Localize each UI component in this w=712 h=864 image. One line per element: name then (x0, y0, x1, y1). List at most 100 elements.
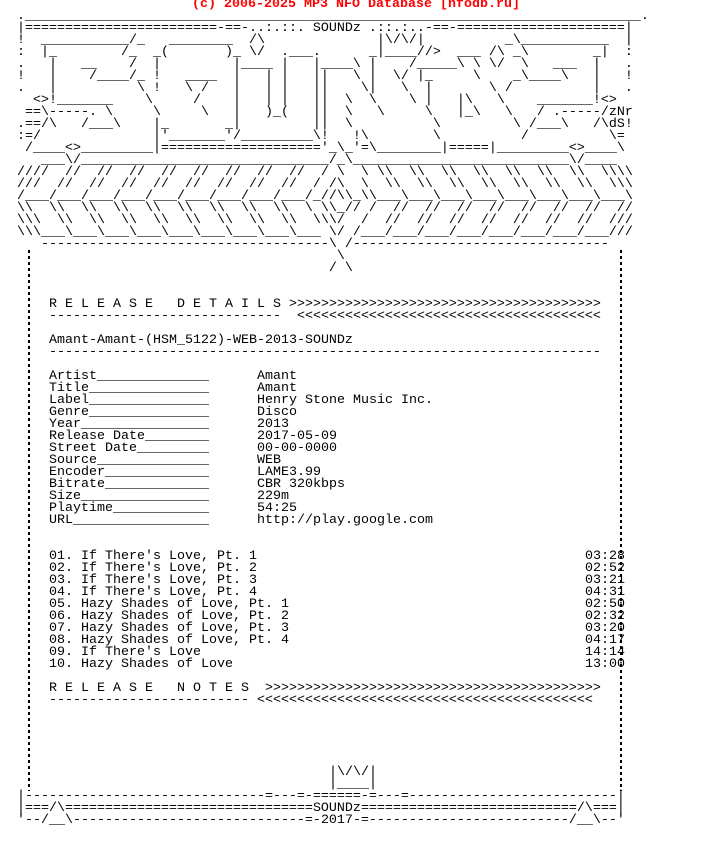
soundz-ascii-logo: ._______________________________________… (17, 9, 649, 276)
field-row-genre: Genre_______________ Disco (49, 405, 297, 420)
tracklist: 01. If There's Love, Pt. 1 03:28 02. If T… (49, 549, 625, 672)
field-row-size: Size________________ 229m (49, 489, 289, 504)
logo-art-line: ___\/_______________________________/_\_… (17, 153, 617, 168)
field-value: 229m (257, 489, 289, 504)
logo-art-line: .==/\ /___\ |_ _| || \ \ \ /___\ /\dS! (17, 117, 633, 132)
release-details-heading: R E L E A S E D E T A I L S (49, 297, 281, 312)
track-title: 05. Hazy Shades of Love, Pt. 1 (49, 597, 289, 612)
logo-art-line: :=/ |'_______'/_________\! !\ \ / \= (17, 129, 625, 144)
field-row-encoder: Encoder_____________ LAME3.99 (49, 465, 321, 480)
release-notes-section: R E L E A S E N O T E S >>>>>>>>>>>>>>>>… (17, 681, 601, 708)
track-row: 03. If There's Love, Pt. 3 03:21 (49, 573, 625, 588)
track-duration: 04:31 (585, 585, 625, 600)
field-row-bitrate: Bitrate_____________CBR 320kbps (49, 477, 345, 492)
track-title: 07. Hazy Shades of Love, Pt. 3 (49, 621, 289, 636)
logo-art-line: ==\-----. \ \ \ | )_( || \ \ \ |_\ \ / .… (17, 105, 633, 120)
logo-art-line: . | __ / | |____ | |____\ | /_____\ \ \/… (17, 57, 633, 72)
release-name-line: Amant-Amant-(HSM_5122)-WEB-2013-SOUNDz (17, 333, 601, 348)
track-title: 02. If There's Love, Pt. 2 (49, 561, 257, 576)
field-row-url: URL_________________ http://play.google.c… (49, 513, 433, 528)
field-row-year: Year________________ 2013 (49, 417, 289, 432)
track-duration: 03:21 (585, 573, 625, 588)
track-title: 08. Hazy Shades of Love, Pt. 4 (49, 633, 289, 648)
underline-arrows: <<<<<<<<<<<<<<<<<<<<<<<<<<<<<<<<<<<<<<<<… (256, 693, 593, 708)
track-duration: 03:28 (585, 549, 625, 564)
footer-right-deco: -=-------------------------/__\--' (352, 813, 625, 828)
release-notes-underline-line: ------------------------- <<<<<<<<<<<<<<… (17, 693, 601, 708)
field-label: Label_______________ (49, 393, 209, 408)
logo-art-line: ! ___________/_ ________ /\ |\/\/| _\___… (17, 33, 633, 48)
footer-left-deco: |===/\=============================== (9, 801, 313, 816)
field-row-label: Label_______________ Henry Stone Music In… (49, 393, 433, 408)
track-row: 01. If There's Love, Pt. 1 03:28 (49, 549, 625, 564)
heading-arrows: >>>>>>>>>>>>>>>>>>>>>>>>>>>>>>>>>>>>>>> (288, 297, 601, 312)
field-value: Henry Stone Music Inc. (257, 393, 433, 408)
track-title: 10. Hazy Shades of Love (49, 657, 233, 672)
track-title: 01. If There's Love, Pt. 1 (49, 549, 257, 564)
logo-band-line: ------------------------------------\ /-… (17, 237, 609, 252)
box-right-border (620, 250, 622, 792)
logo-band-line: \\\___\___\___\___\___\___\___\___\___ \… (17, 225, 633, 240)
logo-band-line: //// // // // // // // // // / \ \ \\ \\… (17, 165, 633, 180)
field-value: Amant (257, 369, 297, 384)
logo-band-line: \\ \\ \\ \\ \\ \\ \\ \\ \\ \ \\_// / // … (17, 201, 633, 216)
field-value: 2013 (257, 417, 289, 432)
field-label: Encoder_____________ (49, 465, 209, 480)
field-label: Title_______________ (49, 381, 209, 396)
field-value: LAME3.99 (257, 465, 321, 480)
footer-year: 2017 (320, 813, 353, 828)
field-row-playtime: Playtime____________ 54:25 (49, 501, 297, 516)
footer-left-deco: '--/__\-----------------------------=- (9, 813, 321, 828)
release-notes-heading-line: R E L E A S E N O T E S >>>>>>>>>>>>>>>>… (17, 681, 601, 696)
footer-group-name: SOUNDz (312, 801, 361, 816)
field-row-source: Source______________WEB (49, 454, 281, 467)
logo-band-line: / \ (17, 261, 353, 276)
footer-right-deco: ===========================/\===| (360, 801, 625, 816)
field-label: URL_________________ (49, 513, 209, 528)
field-label: Artist______________ (49, 369, 209, 384)
field-value: Amant (257, 381, 297, 396)
field-label: Release Date________ (49, 429, 209, 444)
heading-arrows: >>>>>>>>>>>>>>>>>>>>>>>>>>>>>>>>>>>>>>>>… (264, 681, 601, 696)
field-label: Playtime____________ (49, 501, 209, 516)
heading-underline: ----------------------------- (49, 309, 281, 324)
release-details-underline-line: ----------------------------- <<<<<<<<<<… (17, 309, 601, 324)
release-name: Amant-Amant-(HSM_5122)-WEB-2013-SOUNDz (49, 333, 353, 348)
field-row-artist: Artist______________ Amant (49, 369, 297, 384)
logo-band-line: /// // // // // // // // // / /\ \ \\ \\… (17, 177, 633, 192)
release-rule-line: ----------------------------------------… (17, 345, 601, 360)
track-duration: 03:20 (585, 621, 625, 636)
field-value: 00-00-0000 (257, 441, 337, 456)
heading-underline: ------------------------- (49, 693, 249, 708)
field-label: Genre_______________ (49, 405, 209, 420)
logo-art-line: <>!_______ \ / | | | || \ \ \ | |\ \ ___… (17, 93, 617, 108)
track-title: 09. If There's Love (49, 645, 201, 660)
release-fields: Artist______________ Amant Title_________… (49, 369, 433, 528)
track-row: 05. Hazy Shades of Love, Pt. 1 02:50 (49, 597, 625, 612)
release-rule: ----------------------------------------… (49, 345, 601, 360)
field-value: 54:25 (257, 501, 297, 516)
logo-art-line: ._______________________________________… (17, 9, 649, 24)
logo-art-line: : |_ /_ _( )_ \/ .___. _|____//> ___ /\ … (17, 45, 633, 60)
footer-rule: |------------------------------=---=-===… (9, 789, 625, 804)
field-value: http://play.google.com (257, 513, 433, 528)
track-duration: 02:50 (585, 597, 625, 612)
field-value: Disco (257, 405, 297, 420)
field-value: 2017-05-09 (257, 429, 337, 444)
field-row-release-date: Release Date________ 2017-05-09 (49, 429, 337, 444)
field-label: Year________________ (49, 417, 209, 432)
field-label: Size________________ (49, 489, 209, 504)
logo-art-line: . | \ ! \ / | | | || \| \ | \ / | . (17, 81, 633, 96)
field-label: Bitrate_____________ (49, 477, 209, 492)
release-details-section: R E L E A S E D E T A I L S >>>>>>>>>>>>… (17, 297, 601, 360)
logo-art-line: |========================-==-..:.::. SOU… (17, 21, 633, 36)
track-row: 07. Hazy Shades of Love, Pt. 3 03:20 (49, 621, 625, 636)
logo-art-line: ! | /____/_ ! ____ | | | || \ | \/ |_ \ … (17, 69, 633, 84)
track-title: 03. If There's Love, Pt. 3 (49, 573, 257, 588)
